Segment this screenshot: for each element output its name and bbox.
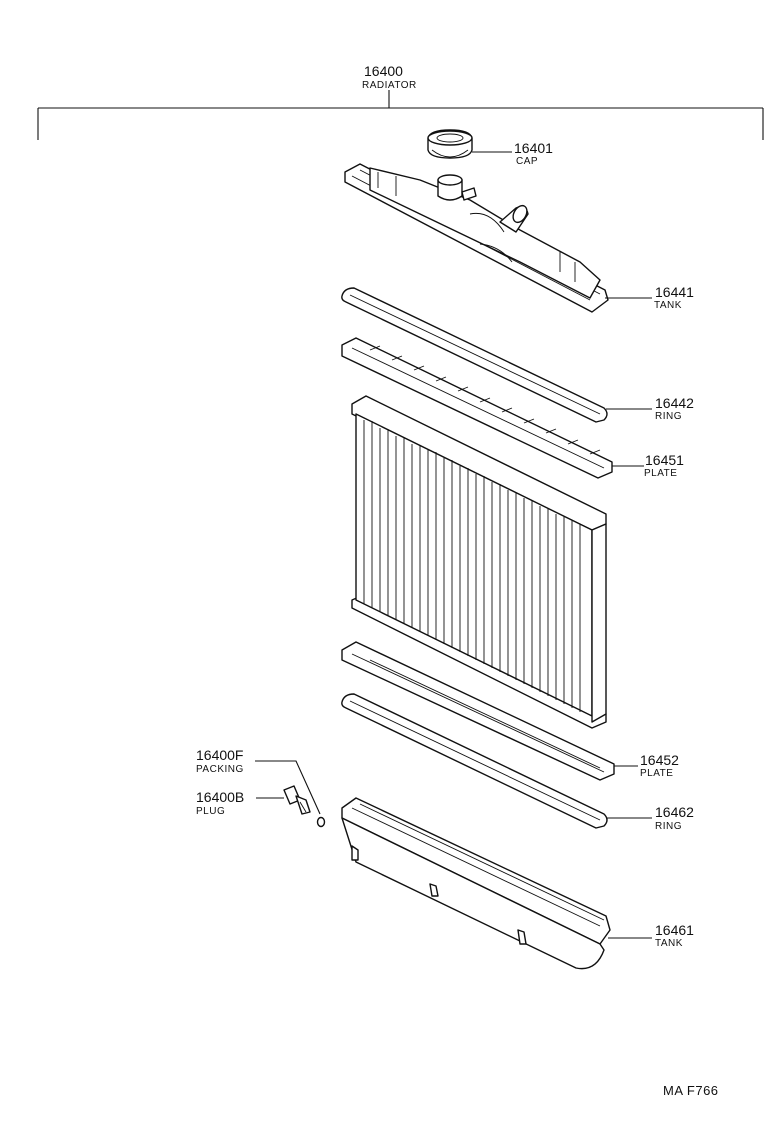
assembly-number: 16400 (364, 63, 403, 79)
assembly-bracket (37, 90, 764, 140)
part-number-16401: 16401 (514, 140, 553, 156)
part-number-16400B: 16400B (196, 789, 244, 805)
upper-core-plate (341, 337, 613, 479)
part-name-plug: PLUG (196, 806, 225, 817)
lower-core-plate (341, 641, 615, 781)
part-name-ring-lower: RING (655, 821, 682, 832)
part-number-16400F: 16400F (196, 747, 243, 763)
part-number-16461: 16461 (655, 922, 694, 938)
part-name-tank-upper: TANK (654, 300, 682, 311)
part-number-16452: 16452 (640, 752, 679, 768)
drain-plug (283, 785, 311, 815)
lower-tank (341, 797, 611, 970)
figure-code: MA F766 (663, 1083, 719, 1098)
part-number-16462: 16462 (655, 804, 694, 820)
part-number-16451: 16451 (645, 452, 684, 468)
radiator-cap (427, 129, 473, 159)
upper-tank (344, 163, 609, 313)
part-name-cap: CAP (516, 156, 538, 167)
upper-ring-gasket (341, 287, 608, 423)
part-number-16442: 16442 (655, 395, 694, 411)
drain-packing (316, 816, 326, 828)
lower-ring-gasket (341, 693, 608, 829)
part-number-16441: 16441 (655, 284, 694, 300)
part-name-tank-lower: TANK (655, 938, 683, 949)
part-name-plate-upper: PLATE (644, 468, 677, 479)
assembly-name: RADIATOR (362, 80, 417, 91)
radiator-core (351, 395, 607, 729)
part-name-packing: PACKING (196, 764, 244, 775)
leader-16400F (255, 760, 321, 815)
part-name-plate-lower: PLATE (640, 768, 673, 779)
part-name-ring-upper: RING (655, 411, 682, 422)
